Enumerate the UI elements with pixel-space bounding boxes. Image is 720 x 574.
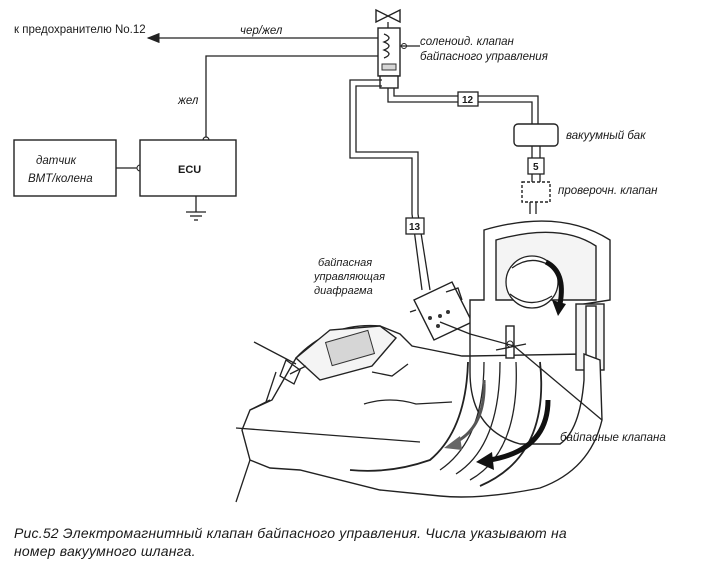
ecu-label: ECU [178,164,201,176]
solenoid-label-2: байпасного управления [420,51,548,63]
hose-5-label: 5 [533,162,539,173]
diaphragm-label-3: диафрагма [314,285,373,297]
vacuum-tank-label: вакуумный бак [566,130,646,142]
fuse-label: к предохранителю No.12 [14,24,146,36]
turbo-housing [469,220,611,371]
wire-label-yellow: жел [177,95,199,107]
vacuum-tank [513,123,559,147]
bypass-valves-leaders [439,321,603,421]
caption-line-2: номер вакуумного шланга. [14,543,196,559]
solenoid-label-1: соленоид. клапан [420,36,515,48]
hose-number-5: 5 [527,157,545,175]
diaphragm-label-1: байпасная [318,257,372,269]
crank-sensor-box [13,139,117,197]
figure-caption: Рис.52 Электромагнитный клапан байпасног… [14,524,714,560]
sensor-label-2: ВМТ/колена [28,173,93,185]
check-valve-label: проверочн. клапан [558,185,658,197]
sensor-ecu-wire [116,164,144,172]
solenoid-valve [375,8,420,89]
flow-arrow-outer [476,399,551,470]
yellow-wire [202,55,378,144]
check-valve [521,181,551,214]
hose-13-label: 13 [409,222,421,233]
hose-number-12: 12 [457,91,479,107]
wire-label-black-yellow: чер/жел [240,25,283,37]
caption-line-1: Рис.52 Электромагнитный клапан байпасног… [14,525,567,541]
flow-arrow-inner [444,379,486,450]
diaphragm-label-2: управляющая [313,271,385,283]
hose-12-label: 12 [462,95,474,106]
hose-number-13: 13 [405,217,425,235]
ecu-box [139,139,237,221]
bypass-valves-label: байпасные клапана [560,432,666,444]
sensor-label-1: датчик [36,155,77,167]
